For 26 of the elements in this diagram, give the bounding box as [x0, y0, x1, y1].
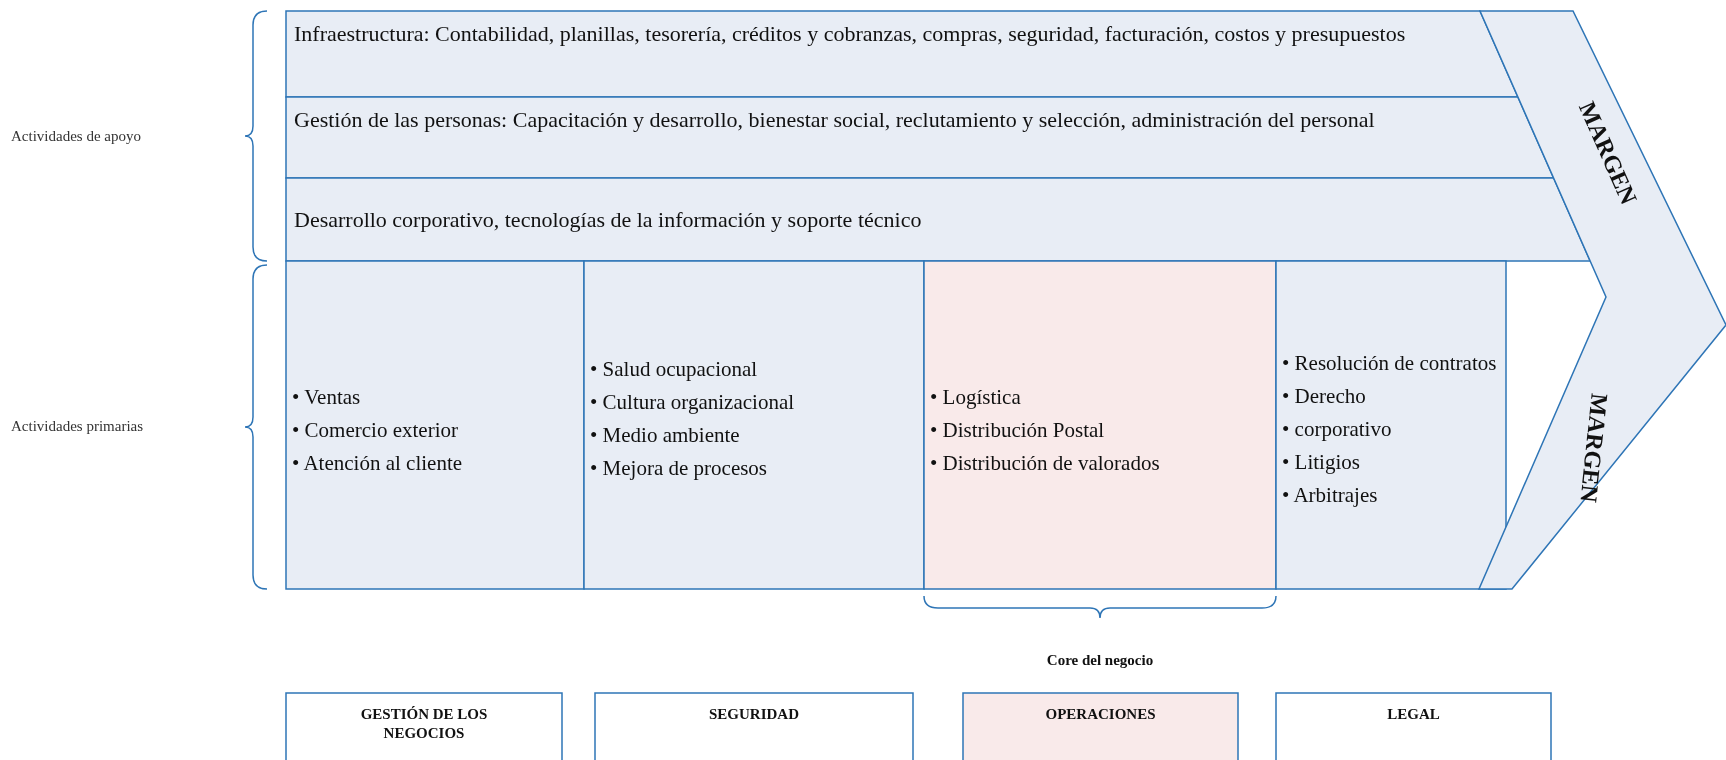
bullet-item: • Logística: [930, 384, 1022, 411]
bullet-item: • corporativo: [1282, 416, 1393, 443]
area-title: SEGURIDAD: [708, 705, 800, 724]
activity-text: Desarrollo corporativo, tecnologías de la información y soporte técnico: [294, 205, 923, 234]
activity-text: Infraestructura: Contabilidad, planillas, tesorería, créditos y cobranzas, compras, seguridad, facturación, costos y presupuestos: [294, 20, 1407, 48]
bullet-item: • Derecho: [1282, 383, 1367, 410]
margin-label: MARGEN: [1574, 391, 1614, 506]
bullet-item: • Distribución de valorados: [930, 450, 1160, 477]
area-title: LEGAL: [1386, 705, 1441, 724]
bullet-item: • Ventas: [292, 384, 362, 411]
bullet-item: • Mejora de procesos: [590, 455, 769, 482]
bullet-item: • Cultura organizacional: [590, 389, 795, 416]
bullet-item: • Resolución de contratos: [1282, 350, 1497, 377]
area-title: GESTIÓN DE LOS NEGOCIOS: [359, 705, 489, 743]
brace-caption: Core del negocio: [1046, 652, 1154, 669]
bullet-item: • Comercio exterior: [292, 417, 459, 444]
activity-text: Gestión de las personas: Capacitación y desarrollo, bienestar social, reclutamiento y selección, administración del personal: [294, 106, 1376, 134]
group-label: Actividades de apoyo: [11, 128, 141, 145]
group-label: Actividades primarias: [11, 418, 144, 435]
bullet-item: • Litigios: [1282, 449, 1361, 476]
bullet-item: • Distribución Postal: [930, 417, 1106, 444]
bullet-item: • Atención al cliente: [292, 450, 463, 477]
bullet-item: • Medio ambiente: [590, 422, 741, 449]
bullet-item: • Salud ocupacional: [590, 356, 759, 383]
bullet-item: • Arbitrajes: [1282, 482, 1379, 509]
area-title: OPERACIONES: [1044, 705, 1157, 724]
